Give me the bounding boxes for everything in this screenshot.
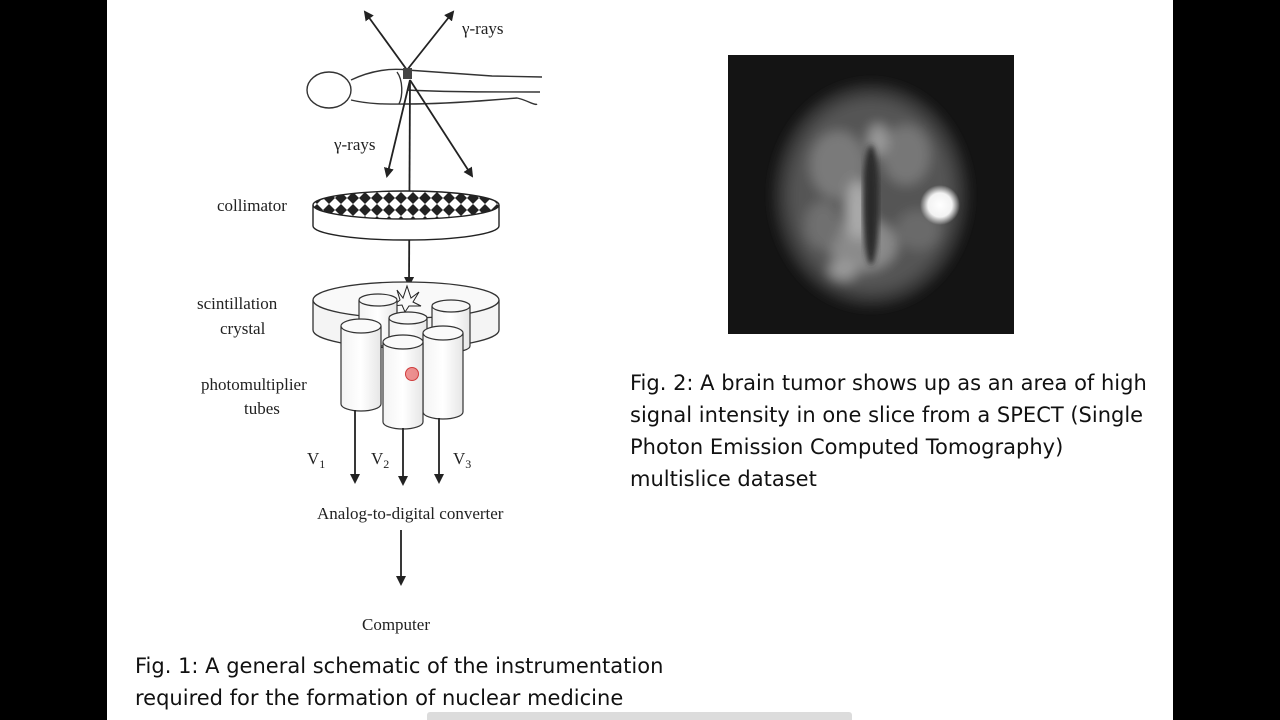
label-gamma-rays-mid: γ-rays xyxy=(333,135,376,154)
radioactive-source xyxy=(403,68,412,79)
collimator xyxy=(312,190,500,241)
label-tubes: tubes xyxy=(244,399,280,418)
signal-arrows xyxy=(350,410,444,486)
label-photomultiplier: photomultiplier xyxy=(201,375,307,394)
tumor-hotspot xyxy=(920,185,960,225)
label-v2: V2 xyxy=(371,449,389,471)
fig2-caption: Fig. 2: A brain tumor shows up as an are… xyxy=(630,371,1147,491)
label-adc: Analog-to-digital converter xyxy=(317,504,504,523)
label-computer: Computer xyxy=(362,615,430,634)
label-gamma-rays-top: γ-rays xyxy=(461,19,504,38)
slide: γ-rays γ-rays collimator scintillation c… xyxy=(107,0,1173,720)
label-scintillation: scintillation xyxy=(197,294,278,313)
label-collimator: collimator xyxy=(217,196,287,215)
photomultiplier-tubes xyxy=(340,293,471,430)
fig1-caption-line2: required for the formation of nuclear me… xyxy=(135,686,624,710)
fig1-caption: Fig. 1: A general schematic of the instr… xyxy=(135,650,755,714)
label-v3: V3 xyxy=(453,449,471,471)
label-crystal: crystal xyxy=(220,319,266,338)
label-v1: V1 xyxy=(307,449,325,471)
gamma-ray-arrows-down xyxy=(384,79,474,287)
nuclear-medicine-schematic: γ-rays γ-rays collimator scintillation c… xyxy=(197,10,543,634)
fig1-caption-line1: Fig. 1: A general schematic of the instr… xyxy=(135,654,664,678)
spect-brain-slice xyxy=(728,55,1014,334)
spect-brain-image xyxy=(728,55,1014,334)
pointer-indicator xyxy=(405,367,419,381)
bottom-toolbar-edge[interactable] xyxy=(427,712,852,720)
gamma-ray-arrows-top xyxy=(363,10,455,71)
